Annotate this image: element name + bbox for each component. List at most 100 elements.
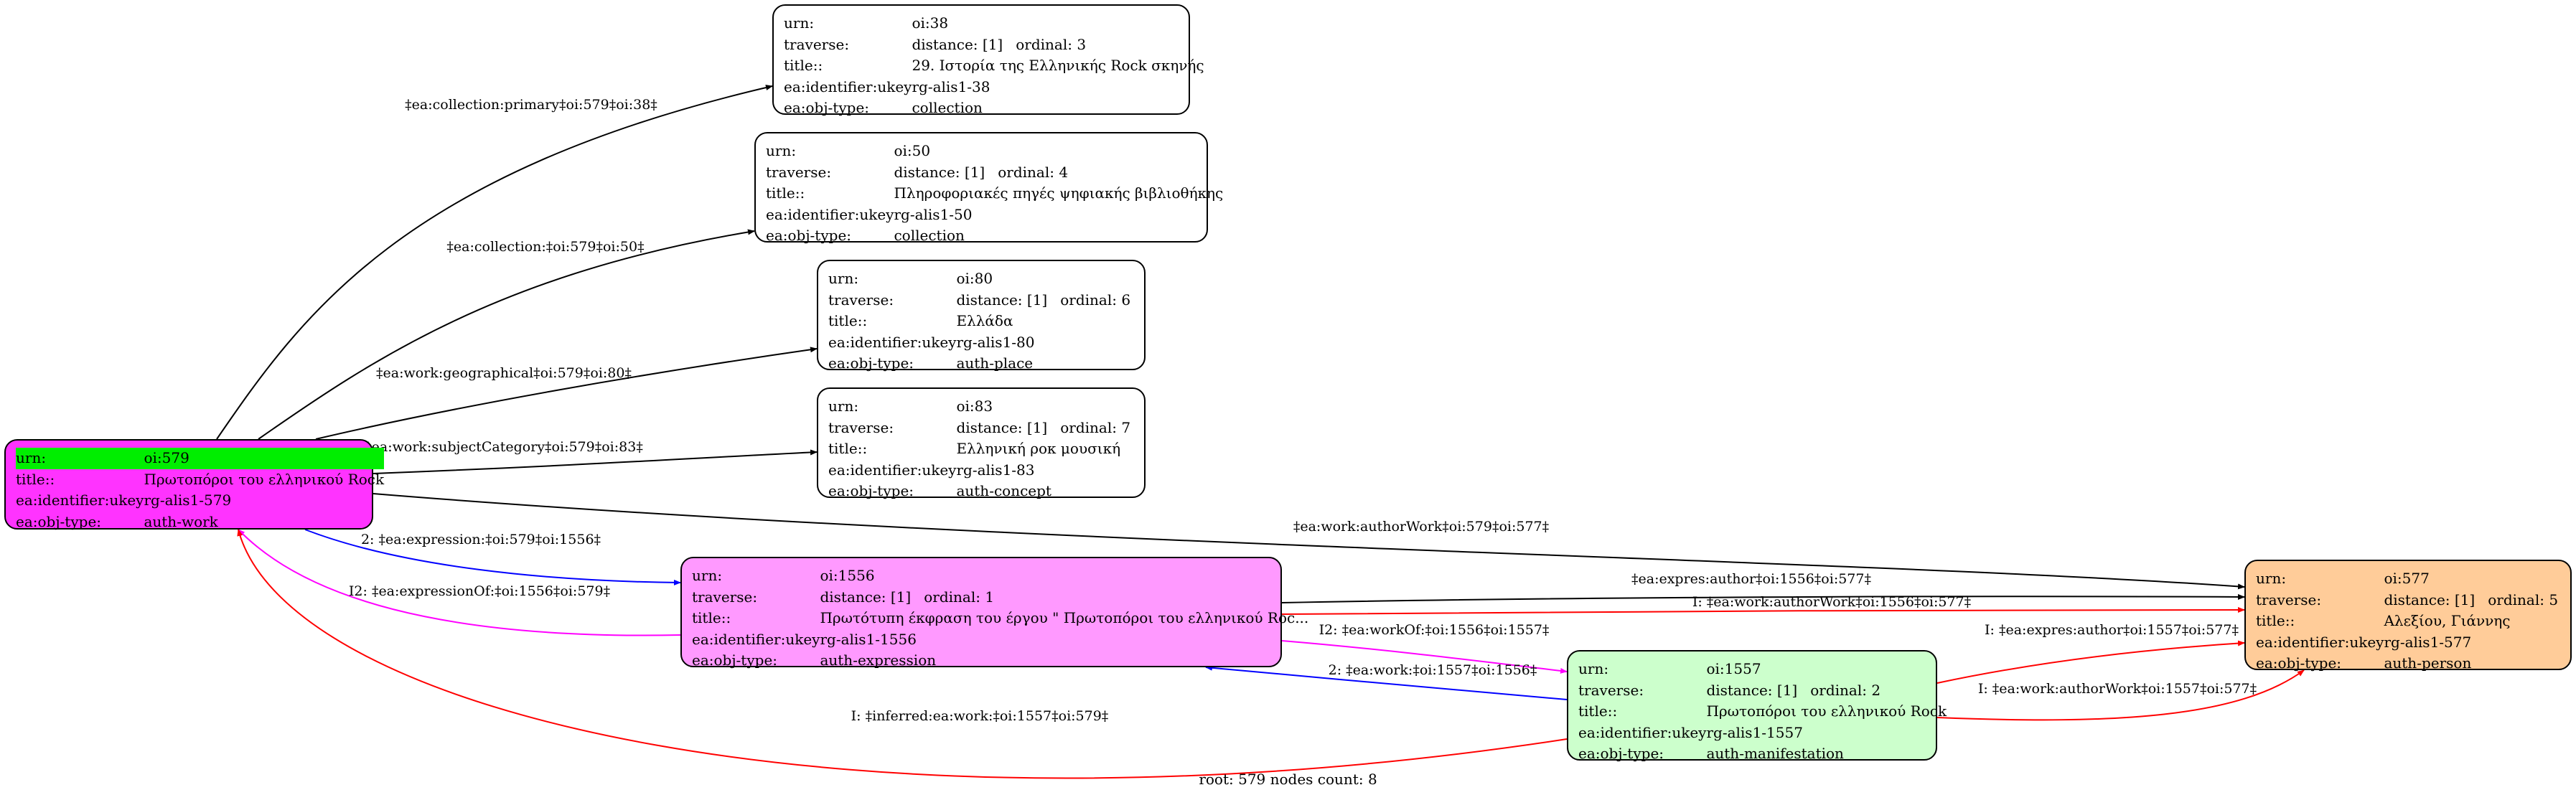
- field-value: distance: [1]ordinal: 6: [956, 290, 1130, 311]
- edge-oi1556-oi577[interactable]: I: ‡ea:work:authorWork‡oi:1556‡oi:577‡: [1281, 594, 2245, 615]
- field-value: collection: [912, 98, 1204, 119]
- edge-oi1556-oi579[interactable]: I2: ‡ea:expressionOf:‡oi:1556‡oi:579‡: [238, 529, 681, 636]
- field-key: title::: [828, 440, 868, 457]
- field-key: ea:identifier:ukey: [1578, 723, 1707, 741]
- field-key: traverse:: [1578, 681, 1644, 699]
- field-key: ea:obj-type:: [1578, 745, 1664, 762]
- edge-oi579-oi83[interactable]: ‡ea:work:subjectCategory‡oi:579‡oi:83‡: [365, 439, 818, 474]
- field-value-text: oi:1557: [1706, 660, 1761, 677]
- node-field-row: traverse: distance: [1] ordinal: 3: [784, 34, 1204, 56]
- edge-oi579-oi577[interactable]: ‡ea:work:authorWork‡oi:579‡oi:577‡: [373, 493, 2245, 590]
- node-field-row: urn:oi:1557: [1578, 659, 1947, 680]
- field-value-text: oi:80: [956, 270, 993, 287]
- edge-label: ‡ea:work:subjectCategory‡oi:579‡oi:83‡: [365, 439, 643, 455]
- edge-oi1556-oi1557[interactable]: I2: ‡ea:workOf:‡oi:1556‡oi:1557‡: [1281, 622, 1568, 674]
- field-key: title::: [1578, 702, 1618, 720]
- edge-label: ‡ea:work:geographical‡oi:579‡oi:80‡: [376, 365, 632, 381]
- field-value-text: oi:50: [894, 142, 931, 159]
- field-value: rg-alis1-577: [2384, 632, 2558, 654]
- edge-label: ‡ea:expres:author‡oi:1556‡oi:577‡: [1631, 571, 1871, 587]
- field-ordinal: ordinal: 3: [1016, 35, 1087, 53]
- field-key: ea:identifier:ukey: [784, 77, 912, 95]
- edge-oi1557-oi579[interactable]: I: ‡inferred:ea:work:‡oi:1557‡oi:579‡: [237, 529, 1568, 779]
- edge-label: I: ‡inferred:ea:work:‡oi:1557‡oi:579‡: [851, 708, 1109, 724]
- node-field-row: title::29. Ιστορία της Ελληνικής Rock σκ…: [784, 55, 1204, 77]
- field-value: auth-expression: [820, 650, 1308, 672]
- field-value: auth-person: [2384, 653, 2558, 674]
- edge-label: I2: ‡ea:expressionOf:‡oi:1556‡oi:579‡: [349, 583, 610, 599]
- field-value-text: auth-person: [2384, 654, 2472, 672]
- field-value: Αλεξίου, Γιάννης: [2384, 611, 2558, 632]
- field-value: auth-work: [144, 512, 384, 533]
- field-value-text: distance: [1]: [894, 163, 985, 181]
- field-ordinal: ordinal: 1: [924, 588, 995, 606]
- field-value: distance: [1]ordinal: 7: [956, 418, 1130, 439]
- field-ordinal: ordinal: 6: [1060, 291, 1131, 309]
- edge-oi579-oi38[interactable]: ‡ea:collection:primary‡oi:579‡oi:38‡: [216, 85, 773, 440]
- field-value-text: rg-alis1-1557: [1706, 723, 1803, 741]
- edge-oi1556-oi577[interactable]: ‡ea:expres:author‡oi:1556‡oi:577‡: [1281, 571, 2245, 603]
- field-value-text: distance: [1]: [2384, 591, 2476, 608]
- field-value-text: rg-alis1-83: [956, 461, 1035, 479]
- field-key: title::: [692, 609, 731, 626]
- node-field-row: ea:obj-type:auth-concept: [828, 481, 1130, 502]
- field-key: ea:identifier:ukey: [2256, 633, 2384, 651]
- node-field-row: traverse:distance: [1]ordinal: 5: [2256, 590, 2558, 611]
- edge-oi579-oi80[interactable]: ‡ea:work:geographical‡oi:579‡oi:80‡: [315, 347, 818, 440]
- edge-line: [216, 85, 773, 440]
- edge-oi579-oi50[interactable]: ‡ea:collection:‡oi:579‡oi:50‡: [258, 229, 755, 440]
- edge-oi1557-oi577[interactable]: I: ‡ea:work:authorWork‡oi:1557‡oi:577‡: [1936, 669, 2305, 721]
- field-value-text: auth-concept: [956, 482, 1052, 499]
- field-value-text: rg-alis1-579: [144, 491, 232, 509]
- field-key: ea:obj-type:: [16, 512, 102, 530]
- node-field-row: urn:oi:577: [2256, 568, 2558, 590]
- field-key: urn:: [784, 14, 815, 32]
- field-value: distance: [1] ordinal: 3: [912, 34, 1204, 56]
- node-field-row: title::Πρωτότυπη έκφραση του έργου " Πρω…: [692, 608, 1308, 629]
- edge-line: [1281, 593, 2245, 603]
- edge-oi1557-oi1556[interactable]: 2: ‡ea:work:‡oi:1557‡oi:1556‡: [1205, 662, 1568, 700]
- field-key: title::: [766, 184, 805, 202]
- edge-label: I: ‡ea:work:authorWork‡oi:1556‡oi:577‡: [1692, 594, 1971, 610]
- field-value-text: auth-expression: [820, 651, 937, 669]
- field-value-text: distance: [1]: [820, 588, 912, 606]
- field-key: traverse:: [692, 588, 758, 606]
- edge-oi1557-oi577[interactable]: I: ‡ea:expres:author‡oi:1557‡oi:577‡: [1936, 622, 2245, 684]
- node-field-row: traverse:distance: [1]ordinal: 2: [1578, 680, 1947, 702]
- field-key: traverse:: [784, 35, 850, 53]
- field-key: title::: [784, 57, 823, 74]
- field-value-text: Πρωτότυπη έκφραση του έργου " Πρωτοπόροι…: [820, 609, 1309, 626]
- node-field-row: ea:obj-type:auth-expression: [692, 650, 1308, 672]
- field-value: Ελληνική ροκ μουσική: [956, 438, 1130, 460]
- node-field-row: title::Πρωτοπόροι του ελληνικού Rock: [1578, 701, 1947, 723]
- node-field-row: title::Ελλάδα: [828, 311, 1130, 332]
- field-value-text: distance: [1]: [912, 35, 1003, 53]
- field-key: urn:: [766, 142, 797, 159]
- field-ordinal: ordinal: 7: [1060, 418, 1131, 436]
- node-field-row: urn:oi:83: [828, 396, 1130, 418]
- field-value-text: collection: [894, 227, 965, 244]
- field-key: urn:: [16, 448, 144, 469]
- field-key: traverse:: [828, 291, 894, 309]
- edge-label: ‡ea:work:authorWork‡oi:579‡oi:577‡: [1293, 519, 1549, 535]
- edge-label: 2: ‡ea:work:‡oi:1557‡oi:1556‡: [1329, 662, 1537, 678]
- field-value-text: rg-alis1-577: [2384, 633, 2472, 651]
- node-field-row: traverse: distance: [1]ordinal: 6: [828, 290, 1130, 311]
- edge-oi579-oi1556[interactable]: 2: ‡ea:expression:‡oi:579‡oi:1556‡: [304, 529, 681, 585]
